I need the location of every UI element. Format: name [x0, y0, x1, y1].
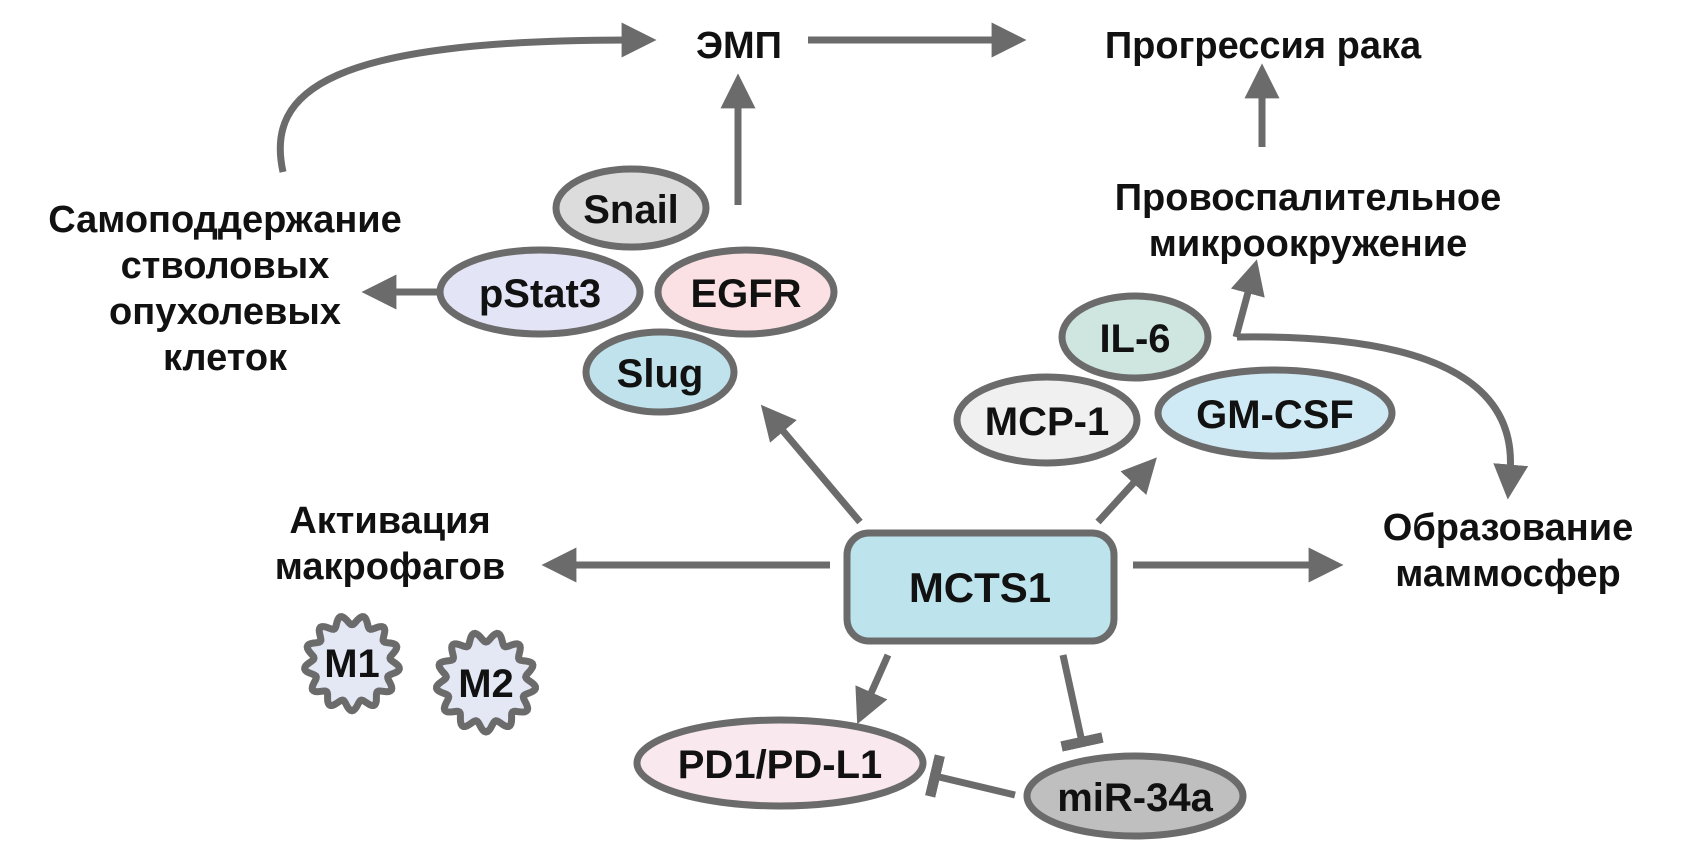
macrophage-activation-label: Активация макрофагов — [275, 500, 505, 588]
cancer-progression-label: Прогрессия рака — [1105, 25, 1422, 67]
inhibit-mir34a-to-pd1 — [925, 754, 1016, 799]
macrophage-line-2: макрофагов — [275, 546, 505, 588]
arrow-mcts1-to-pd1 — [855, 653, 892, 725]
mcts1-node: MCTS1 — [843, 529, 1118, 645]
il6-label: IL-6 — [1099, 317, 1170, 361]
il6-node: IL-6 — [1058, 292, 1212, 382]
egfr-label: EGFR — [690, 272, 801, 316]
mcp1-node: MCP-1 — [953, 373, 1141, 467]
m1-label: M1 — [324, 642, 380, 686]
m2-cell-shape — [432, 629, 540, 736]
macrophage-m2: M2 — [432, 629, 540, 736]
mir34a-node: miR-34a — [1023, 752, 1247, 840]
m2-label: M2 — [458, 662, 514, 706]
arrow-mcts1-to-cytokines — [1095, 457, 1157, 525]
arrow-cytokines-to-inflammation — [1230, 259, 1265, 338]
snail-node: Snail — [552, 165, 710, 251]
mcts1-label: MCTS1 — [909, 564, 1051, 611]
arrow-cytokines-to-mammosphere — [1236, 333, 1529, 500]
pstat3-label: pStat3 — [479, 272, 601, 316]
arrow-self-renewal-to-emt — [276, 22, 657, 173]
self-renewal-line-3: опухолевых — [109, 291, 341, 333]
arrow-mcts1-to-stat3-complex — [760, 404, 863, 525]
mammosphere-line-1: Образование — [1383, 507, 1633, 549]
pd1-pdl1-node: PD1/PD-L1 — [633, 716, 927, 810]
self-renewal-line-1: Самоподдержание — [48, 199, 402, 241]
emt-label: ЭМП — [696, 25, 782, 67]
slug-node: Slug — [582, 328, 738, 416]
pstat3-node: pStat3 — [436, 246, 644, 338]
mir34a-label: miR-34a — [1057, 776, 1213, 820]
self-renewal-line-2: стволовых — [121, 245, 330, 287]
inflammatory-microenvironment-label: Провоспалительное микроокружение — [1115, 177, 1502, 265]
egfr-node: EGFR — [654, 246, 838, 338]
inflammation-line-1: Провоспалительное — [1115, 177, 1502, 219]
self-renewal-label: Самоподдержание стволовых опухолевых кле… — [48, 199, 402, 379]
mammosphere-formation-label: Образование маммосфер — [1383, 507, 1633, 595]
gmcsf-node: GM-CSF — [1154, 366, 1396, 460]
mcp1-label: MCP-1 — [985, 400, 1109, 444]
m1-cell-shape — [301, 613, 403, 715]
mammosphere-line-2: маммосфер — [1395, 553, 1620, 595]
self-renewal-line-4: клеток — [163, 337, 288, 379]
macrophage-line-1: Активация — [289, 500, 490, 542]
macrophage-m1: M1 — [301, 613, 403, 715]
pd1-pdl1-label: PD1/PD-L1 — [678, 743, 883, 787]
inflammation-line-2: микроокружение — [1149, 223, 1467, 265]
slug-label: Slug — [617, 352, 704, 396]
gmcsf-label: GM-CSF — [1196, 393, 1354, 437]
snail-label: Snail — [583, 188, 679, 232]
inhibit-mcts1-to-mir34a — [1059, 654, 1104, 752]
